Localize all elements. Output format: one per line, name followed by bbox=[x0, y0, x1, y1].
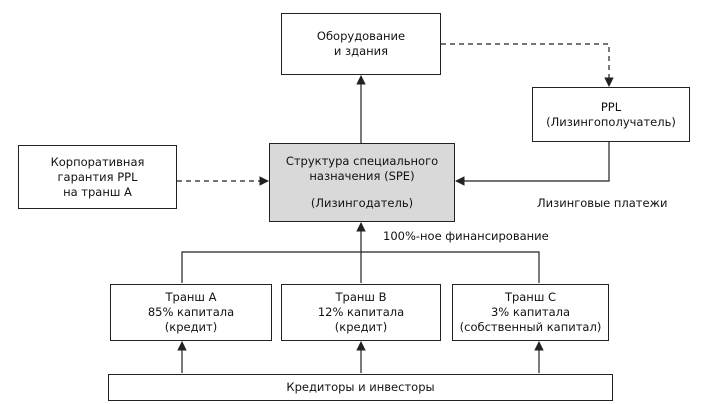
guarantee-line-3: на транш А bbox=[63, 184, 132, 199]
creditors-box: Кредиторы и инвесторы bbox=[108, 374, 613, 401]
tranche-a-line-1: Транш А bbox=[165, 290, 217, 304]
ppl-line-1: PPL bbox=[600, 99, 622, 114]
tranche-b-line-1: Транш В bbox=[335, 290, 387, 304]
equipment-to-ppl-dashed-arrow bbox=[441, 43, 614, 87]
guarantee-line-2: гарантия PPL bbox=[57, 169, 138, 184]
tranche-b-line-3: (кредит) bbox=[334, 320, 388, 334]
equipment-line-1: Оборудование bbox=[316, 29, 406, 43]
creditors-label: Кредиторы и инвесторы bbox=[286, 380, 435, 394]
financing-label: 100%-ное финансирование bbox=[383, 229, 549, 243]
guarantee-line-1: Корпоративная bbox=[50, 154, 145, 169]
tranche-a-line-3: (кредит) bbox=[164, 320, 218, 334]
tranche-c-box: Транш С 3% капитала (собственный капитал… bbox=[452, 284, 609, 341]
spe-box: Структура специального назначения (SPE) … bbox=[269, 143, 455, 222]
ppl-line-2: (Лизингополучатель) bbox=[546, 114, 676, 129]
spe-role: (Лизингодатель) bbox=[310, 196, 414, 210]
lease-payments-label: Лизинговые платежи bbox=[537, 196, 668, 210]
tranche-c-line-2: 3% капитала bbox=[490, 305, 571, 319]
spe-line-1: Структура специального bbox=[285, 154, 439, 168]
tranche-c-line-3: (собственный капитал) bbox=[459, 320, 602, 334]
lease-payments-arrow bbox=[455, 142, 610, 186]
equipment-box: Оборудование и здания bbox=[281, 13, 441, 75]
tranche-c-line-1: Транш С bbox=[504, 290, 557, 304]
tranche-b-line-2: 12% капитала bbox=[317, 305, 405, 319]
tranche-a-box: Транш А 85% капитала (кредит) bbox=[110, 284, 272, 341]
ppl-box: PPL (Лизингополучатель) bbox=[532, 87, 690, 142]
spe-line-2: назначения (SPE) bbox=[309, 169, 415, 183]
tranche-a-line-2: 85% капитала bbox=[147, 305, 235, 319]
equipment-line-2: и здания bbox=[333, 44, 389, 58]
tranche-b-box: Транш В 12% капитала (кредит) bbox=[281, 284, 441, 341]
guarantee-box: Корпоративная гарантия PPL на транш А bbox=[18, 145, 177, 209]
